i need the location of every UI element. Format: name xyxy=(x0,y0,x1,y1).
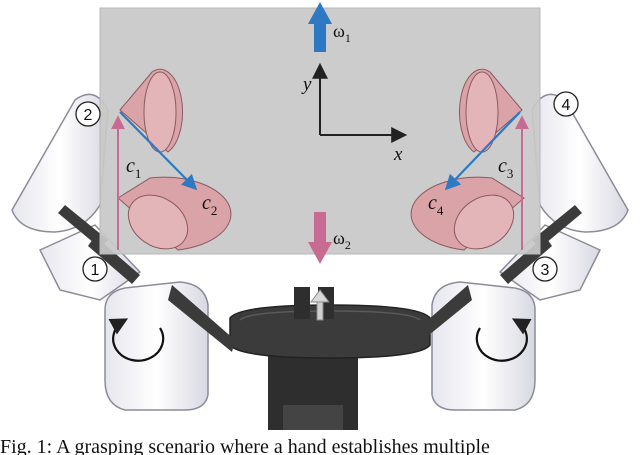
svg-text:1: 1 xyxy=(91,262,100,279)
finger-badge-3: 3 xyxy=(532,256,558,282)
omega2-label: ω2 xyxy=(333,228,351,252)
svg-text:2: 2 xyxy=(84,107,93,124)
rotation-icon-left xyxy=(108,318,165,362)
palm-base xyxy=(229,287,431,430)
svg-text:3: 3 xyxy=(541,262,550,279)
omega2-arrow xyxy=(308,212,332,264)
friction-cone-lower-right xyxy=(410,176,525,251)
finger-left-lower xyxy=(38,224,235,411)
c4-label: c4 xyxy=(428,192,444,218)
finger-badge-2: 2 xyxy=(75,101,101,127)
finger-badge-1: 1 xyxy=(82,256,108,282)
friction-cone-upper-left xyxy=(119,68,183,153)
omega1-label: ω1 xyxy=(333,21,351,45)
c1-label: c1 xyxy=(126,155,141,181)
finger-right-upper xyxy=(531,93,629,248)
rotation-icon-right xyxy=(475,318,532,362)
contact-vector-c4 xyxy=(444,111,521,191)
coordinate-axes xyxy=(312,62,408,143)
finger-badge-4: 4 xyxy=(553,91,579,117)
figure-caption: Fig. 1: A grasping scenario where a hand… xyxy=(0,436,490,455)
contact-vector-c2 xyxy=(119,111,198,191)
axis-y-label: y xyxy=(301,74,312,95)
omega1-arrow xyxy=(308,2,332,52)
svg-text:4: 4 xyxy=(562,97,571,114)
grasp-figure: y x ω1 ω2 c1 c2 c3 c4 1 2 3 4 xyxy=(11,2,629,430)
finger-left-upper xyxy=(11,93,109,248)
grasp-direction-arrow xyxy=(310,289,330,321)
c2-label: c2 xyxy=(202,192,217,218)
c3-label: c3 xyxy=(498,155,513,181)
friction-cone-lower-left xyxy=(117,176,232,251)
axis-x-label: x xyxy=(393,144,403,165)
